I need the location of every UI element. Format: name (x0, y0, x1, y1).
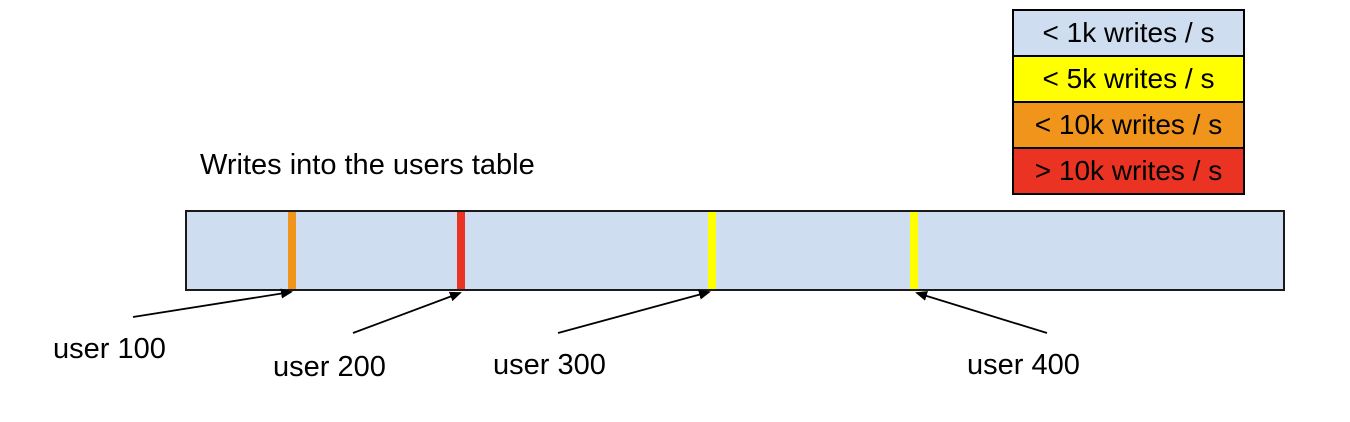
legend-item-lt-10k: < 10k writes / s (1014, 101, 1243, 147)
legend-item-label: < 5k writes / s (1042, 63, 1215, 94)
legend-item-label: < 10k writes / s (1034, 109, 1223, 140)
legend-item-label: > 10k writes / s (1034, 155, 1223, 186)
arrow-user-400 (915, 291, 1048, 334)
legend-item-gt-10k: > 10k writes / s (1014, 147, 1243, 193)
diagram-title: Writes into the users table (200, 149, 535, 181)
hotspot-marker-user-200 (457, 212, 465, 289)
arrow-user-200 (352, 291, 462, 334)
arrow-user-100 (132, 288, 293, 318)
label-user-100: user 100 (53, 333, 166, 365)
arrow-user-300 (557, 289, 711, 334)
label-user-200: user 200 (273, 351, 386, 383)
legend-item-lt-5k: < 5k writes / s (1014, 55, 1243, 101)
label-user-400: user 400 (967, 349, 1080, 381)
hotspot-marker-user-400 (910, 212, 918, 289)
hotspot-marker-user-100 (288, 212, 296, 289)
hotspot-marker-user-300 (708, 212, 716, 289)
users-table-bar (185, 210, 1285, 291)
label-user-300: user 300 (493, 349, 606, 381)
legend-item-lt-1k: < 1k writes / s (1014, 11, 1243, 55)
write-rate-legend: < 1k writes / s < 5k writes / s < 10k wr… (1012, 9, 1245, 195)
legend-item-label: < 1k writes / s (1042, 17, 1215, 48)
